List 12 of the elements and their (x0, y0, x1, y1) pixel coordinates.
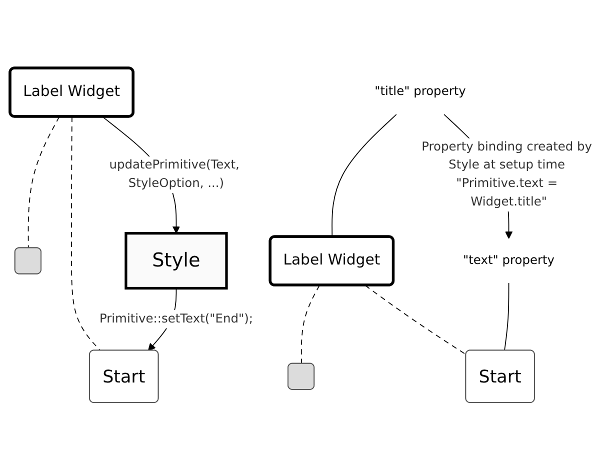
connector (331, 114, 396, 238)
connector (300, 284, 320, 364)
connector (27, 116, 60, 248)
connector (504, 282, 509, 351)
node-text: "text" property (462, 253, 554, 268)
node-box: Style (124, 232, 228, 290)
edge-label: Primitive::setText("End"); (98, 312, 252, 326)
connector (70, 116, 100, 351)
edge-label: Property binding created by Style at setup time "Primitive.text = Widget.title" (421, 140, 592, 209)
connector (364, 284, 466, 355)
node-text: "title" property (374, 84, 466, 98)
edge-label: updatePrimitive(Text, StyleOption, ...) (108, 158, 239, 190)
